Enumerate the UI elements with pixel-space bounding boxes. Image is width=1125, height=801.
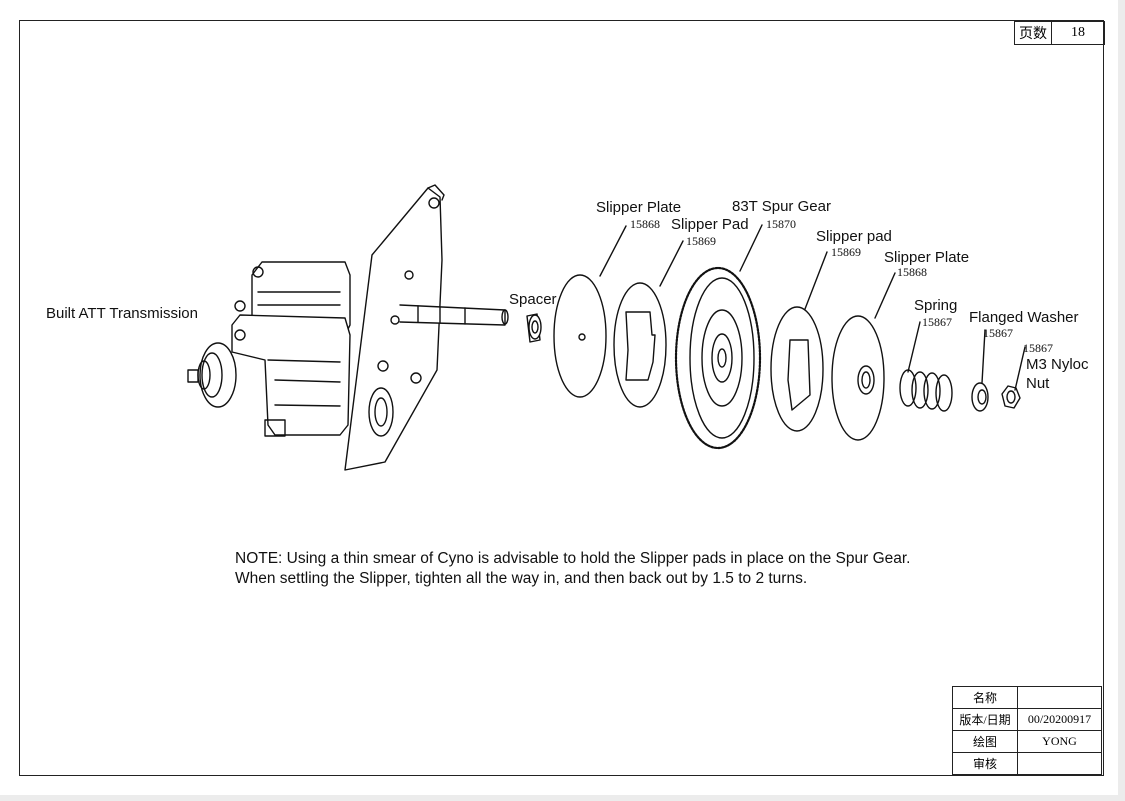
drawn-value: YONG — [1017, 730, 1102, 753]
pn-slipper-plate-1: 15868 — [630, 217, 660, 231]
page-number: 18 — [1071, 25, 1085, 40]
version-label: 版本/日期 — [952, 708, 1018, 731]
label-spring: Spring — [914, 297, 958, 314]
note-line-2: When settling the Slipper, tighten all t… — [235, 570, 808, 587]
transmission-illustration — [187, 184, 509, 471]
name-label: 名称 — [952, 686, 1018, 709]
label-nut-line1: M3 Nyloc — [1026, 356, 1089, 373]
label-spacer: Spacer — [509, 291, 557, 308]
title-row-name: 名称 — [952, 686, 1102, 709]
label-nut-line2: Nut — [1026, 375, 1050, 392]
title-row-drawn: 绘图 YONG — [952, 730, 1102, 753]
label-transmission: Built ATT Transmission — [46, 305, 198, 322]
title-row-version: 版本/日期 00/20200917 — [952, 708, 1102, 731]
label-spur-gear: 83T Spur Gear — [732, 198, 831, 215]
nyloc-nut-part — [1001, 346, 1026, 409]
label-slipper-pad-2: Slipper pad — [816, 228, 892, 245]
assembly-note: NOTE: Using a thin smear of Cyno is advi… — [235, 549, 910, 589]
name-value — [1017, 686, 1102, 709]
review-label: 审核 — [952, 752, 1018, 775]
label-flanged-washer: Flanged Washer — [969, 309, 1079, 326]
title-row-review: 审核 — [952, 752, 1102, 775]
label-slipper-pad-1: Slipper Pad — [671, 216, 749, 233]
title-block: 名称 版本/日期 00/20200917 绘图 YONG 审核 — [952, 686, 1102, 775]
pn-slipper-pad-2: 15869 — [831, 245, 861, 259]
spring-part — [899, 321, 953, 412]
page-number-box: 页数 18 — [1014, 21, 1105, 45]
drawn-label: 绘图 — [952, 730, 1018, 753]
pn-spur-gear: 15870 — [766, 217, 796, 231]
flanged-washer-part — [971, 329, 989, 412]
pn-nut: 15867 — [1023, 341, 1053, 355]
pn-spring: 15867 — [922, 315, 952, 329]
slipper-plate-2-part — [831, 272, 896, 441]
slipper-pad-2-part — [770, 251, 828, 432]
spacer-part — [526, 313, 542, 343]
slipper-plate-1-part — [553, 225, 627, 398]
pn-flanged-washer: 15867 — [983, 326, 1013, 340]
pn-slipper-plate-2: 15868 — [897, 265, 927, 279]
spur-gear-part — [674, 224, 763, 450]
review-value — [1017, 752, 1102, 775]
label-slipper-plate-1: Slipper Plate — [596, 199, 682, 216]
drawing-frame — [19, 20, 1104, 776]
note-line-1: NOTE: Using a thin smear of Cyno is advi… — [235, 550, 911, 567]
slipper-pad-1-part — [613, 240, 684, 408]
page-label: 页数 — [1015, 22, 1052, 44]
label-slipper-plate-2: Slipper Plate — [884, 249, 970, 266]
version-value: 00/20200917 — [1017, 708, 1102, 731]
pn-slipper-pad-1: 15869 — [686, 234, 716, 248]
